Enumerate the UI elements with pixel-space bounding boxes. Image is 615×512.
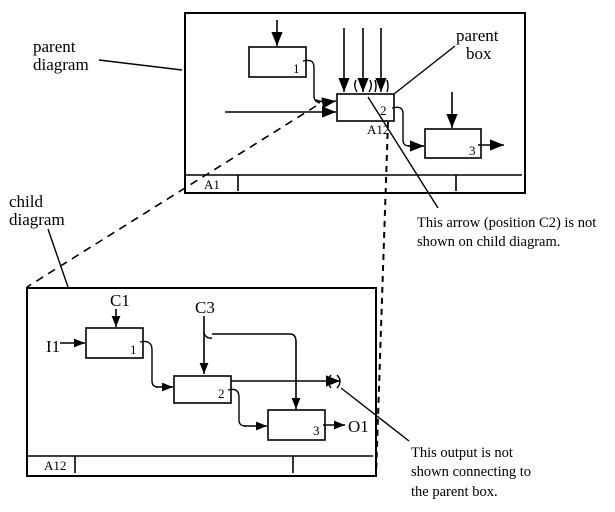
tunnel-paren (374, 79, 377, 93)
callout-parent-diagram: parent diagram (33, 37, 183, 74)
child-node-label: A12 (44, 458, 66, 473)
tunnel-paren (386, 79, 389, 93)
output-connector (391, 106, 411, 147)
child-diagram-frame (26, 287, 377, 477)
callout-text: This output is not (411, 445, 513, 461)
box-number: 1 (293, 61, 300, 76)
parent-diagram-frame (184, 12, 526, 194)
callout-text: the parent box. (411, 484, 498, 500)
leader-line (340, 387, 410, 442)
parent-node-label: A1 (204, 177, 220, 192)
parent-box-3: 3 (424, 92, 504, 159)
tunnel-paren (327, 374, 332, 389)
parent-diagram: A1 1 2 A12 3 (184, 12, 526, 194)
child-box-3: 3 (267, 409, 345, 441)
leader-line (98, 59, 183, 71)
leader-line (47, 228, 69, 288)
callout-arrow-note: This arrow (position C2) is not shown on… (367, 96, 596, 250)
leader-line (393, 45, 456, 95)
callout-text: shown on child diagram. (417, 234, 560, 250)
detail-reference: A12 (367, 122, 389, 137)
tunnel-paren (354, 79, 358, 93)
activity-box (267, 409, 326, 441)
callout-parent-box: parent box (393, 26, 499, 95)
icom-label-o1: O1 (348, 417, 369, 436)
activity-box (424, 128, 482, 159)
tunnel-paren (336, 374, 341, 389)
parent-box-2: 2 A12 (225, 28, 424, 152)
activity-box (248, 46, 307, 78)
output-connector (227, 388, 247, 427)
icom-label-c1: C1 (110, 291, 130, 310)
icom-label-i1: I1 (46, 337, 60, 356)
callout-text: This arrow (position C2) is not (417, 215, 596, 231)
decomposition-line (375, 121, 389, 477)
callout-text: child (9, 192, 43, 211)
box-number: 1 (130, 342, 137, 357)
box-number: 3 (313, 423, 320, 438)
box-number: 2 (218, 386, 225, 401)
callout-output-note: This output is not shown connecting to t… (340, 387, 531, 500)
control-arrow-c3-branch (212, 333, 301, 409)
parent-box-1: 1 (248, 20, 337, 109)
callout-child-diagram: child diagram (9, 192, 69, 288)
callout-text: parent (33, 37, 76, 56)
input-arrow (315, 97, 337, 109)
tunnel-paren (368, 79, 372, 93)
callout-text: diagram (9, 210, 65, 229)
callout-text: shown connecting to (411, 464, 531, 480)
branch-curve (203, 332, 213, 339)
icom-label-c3: C3 (195, 298, 215, 317)
child-box-1: 1 (60, 309, 173, 392)
decomposition-line (26, 105, 317, 288)
leader-line (367, 96, 439, 209)
activity-box (85, 327, 144, 359)
callout-text: parent (456, 26, 499, 45)
callout-text: box (466, 44, 492, 63)
activity-box (336, 93, 395, 122)
box-number: 2 (380, 103, 387, 118)
output-connector (139, 340, 159, 388)
child-box-2: 2 (173, 374, 341, 431)
callout-text: diagram (33, 55, 89, 74)
box-number: 3 (469, 143, 476, 158)
output-connector (302, 59, 321, 104)
child-diagram: A12 C1 C3 I1 O1 1 2 (26, 287, 377, 477)
